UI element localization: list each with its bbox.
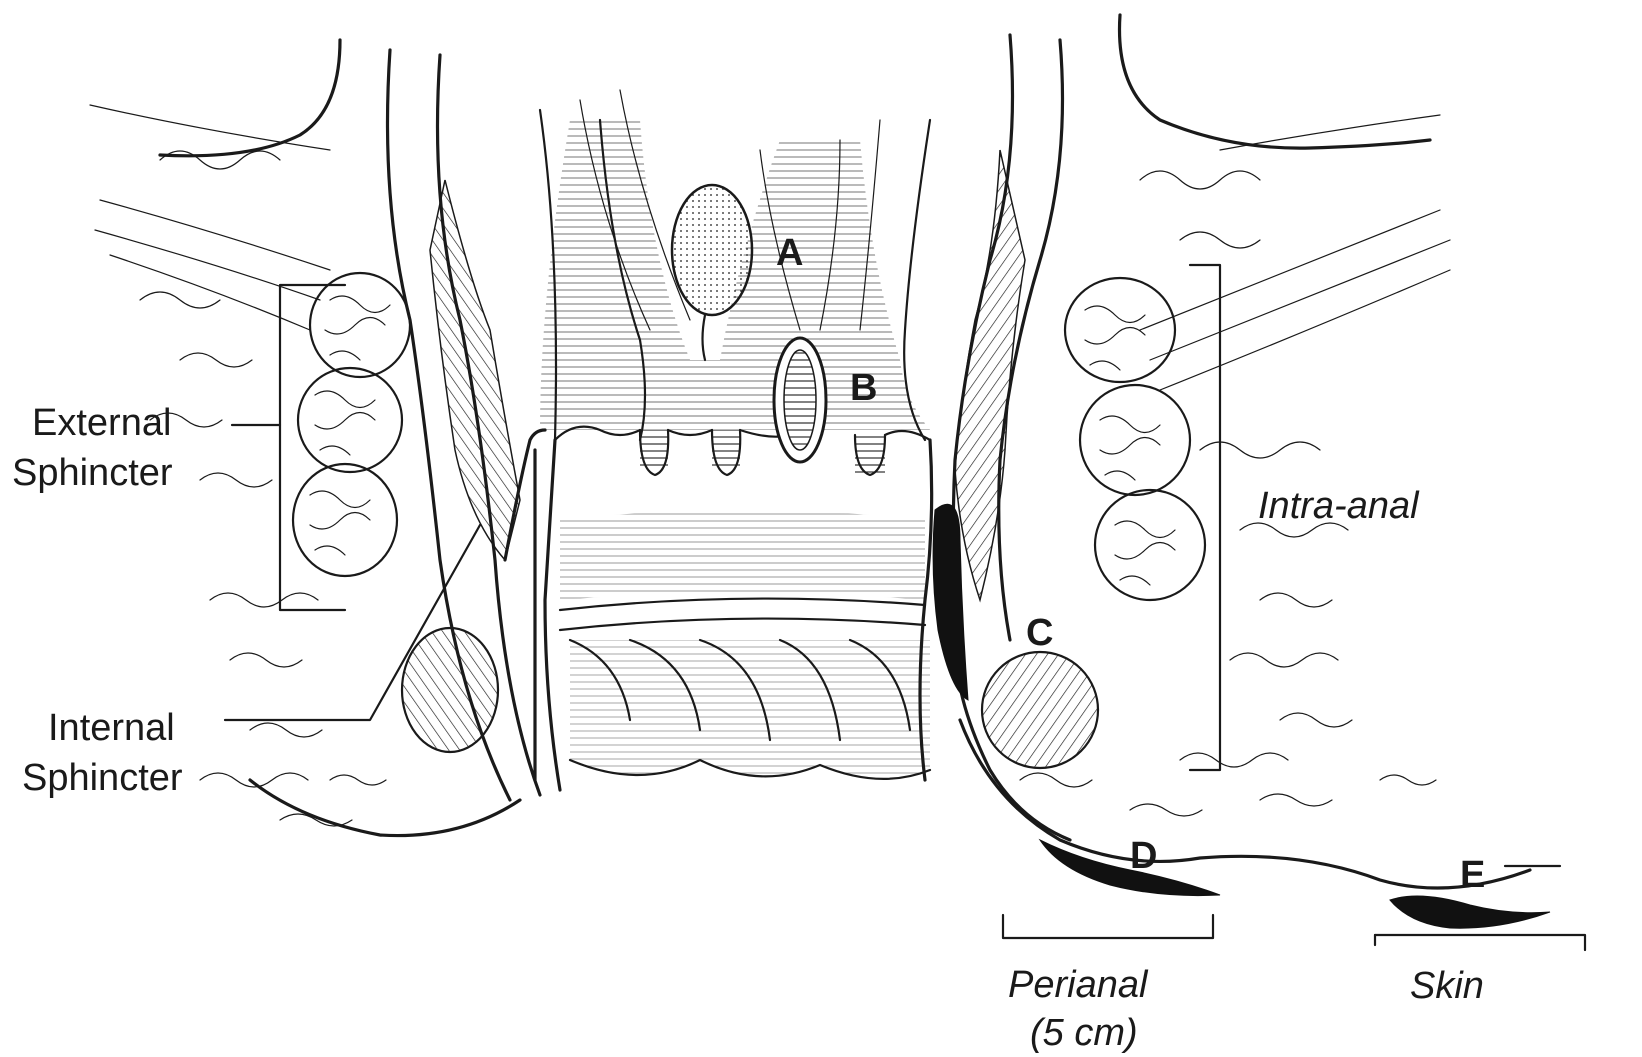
external-sphincter-label-1: External	[32, 402, 171, 444]
skin-label: Skin	[1410, 965, 1484, 1007]
internal-sphincter-label-1: Internal	[48, 707, 175, 749]
letter-e: E	[1460, 854, 1485, 896]
lesion-e	[1390, 896, 1550, 928]
letter-b: B	[850, 367, 877, 409]
perianal-bracket	[1003, 915, 1213, 938]
anal-canal-lower	[545, 440, 932, 790]
external-sphincter-label-2: Sphincter	[12, 452, 173, 494]
perianal-label-2: (5 cm)	[1030, 1012, 1138, 1054]
intra-anal-bracket	[1190, 265, 1220, 770]
letter-d: D	[1130, 835, 1157, 877]
internal-sphincter-label-2: Sphincter	[22, 757, 183, 799]
letter-a: A	[776, 232, 803, 274]
perianal-label-1: Perianal	[1008, 964, 1149, 1006]
external-sphincter-bracket	[232, 285, 345, 610]
skin-bracket	[1375, 935, 1585, 950]
intra-anal-label: Intra-anal	[1258, 485, 1420, 527]
anal-columns-top	[555, 427, 930, 475]
letter-c: C	[1026, 612, 1053, 654]
lesion-b	[774, 338, 826, 462]
